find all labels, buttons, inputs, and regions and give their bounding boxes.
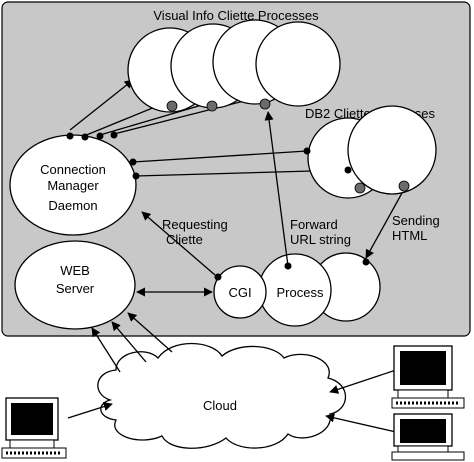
link-daemon-db2-1	[132, 150, 308, 163]
cgi-dot	[214, 273, 222, 281]
server-panel	[1, 1, 471, 337]
terminal-left-arrow	[67, 402, 113, 419]
cloud-web-arrow-1	[91, 327, 121, 373]
visual-info-process-4	[255, 21, 341, 107]
daemon-dot-1	[66, 132, 74, 140]
daemon-label-3: Daemon	[48, 198, 97, 213]
db2-port-1	[354, 182, 366, 194]
db2-port-2	[398, 180, 410, 192]
sending-html-arrow	[365, 192, 403, 259]
requesting-label-1: Requesting	[162, 217, 228, 232]
web-server	[14, 240, 136, 330]
db2-dot-2	[344, 166, 352, 174]
link-daemon-visual-3	[99, 101, 213, 136]
daemon-dot-6	[132, 172, 140, 180]
web-server-label-2: Server	[56, 281, 95, 296]
visual-port-2	[206, 100, 218, 112]
daemon-dot-4	[110, 131, 118, 139]
visual-port-3	[259, 98, 271, 110]
cloud-shape	[97, 342, 346, 449]
cloud-web-arrow-2	[111, 321, 147, 363]
daemon-dot-2	[81, 133, 89, 141]
computer-terminal-icon	[391, 345, 465, 409]
forward-label-1: Forward	[290, 217, 338, 232]
daemon-label-1: Connection	[40, 162, 106, 177]
web-server-label-1: WEB	[60, 263, 90, 278]
sending-label-1: Sending	[392, 213, 440, 228]
daemon-dot-3	[96, 132, 104, 140]
db2-process-2	[347, 105, 437, 195]
cgi-label: CGI	[228, 285, 251, 300]
terminal-bottom-right-arrow	[325, 413, 397, 433]
db2-dot-1	[303, 147, 311, 155]
cgi-bubble	[213, 265, 267, 319]
forward-url-arrow	[264, 111, 289, 267]
sending-label-2: HTML	[392, 228, 427, 243]
requesting-cliette-arrow	[141, 211, 216, 276]
cloud-label: Cloud	[203, 398, 237, 413]
process-label: Process	[277, 285, 324, 300]
link-daemon-visual-1	[69, 79, 134, 131]
computer-terminal-icon	[1, 397, 67, 459]
requesting-label-2: Cliette	[166, 232, 203, 247]
forward-label-2: URL string	[290, 232, 351, 247]
terminal-top-right-arrow	[329, 369, 397, 394]
process-right-dot	[362, 258, 370, 266]
computer-terminal-icon	[391, 413, 465, 461]
visual-info-title: Visual Info Cliette Processes	[153, 8, 319, 23]
cloud-web-arrow-3	[127, 312, 173, 353]
visual-port-1	[166, 100, 178, 112]
daemon-label-2: Manager	[47, 178, 99, 193]
daemon-dot-5	[129, 158, 137, 166]
